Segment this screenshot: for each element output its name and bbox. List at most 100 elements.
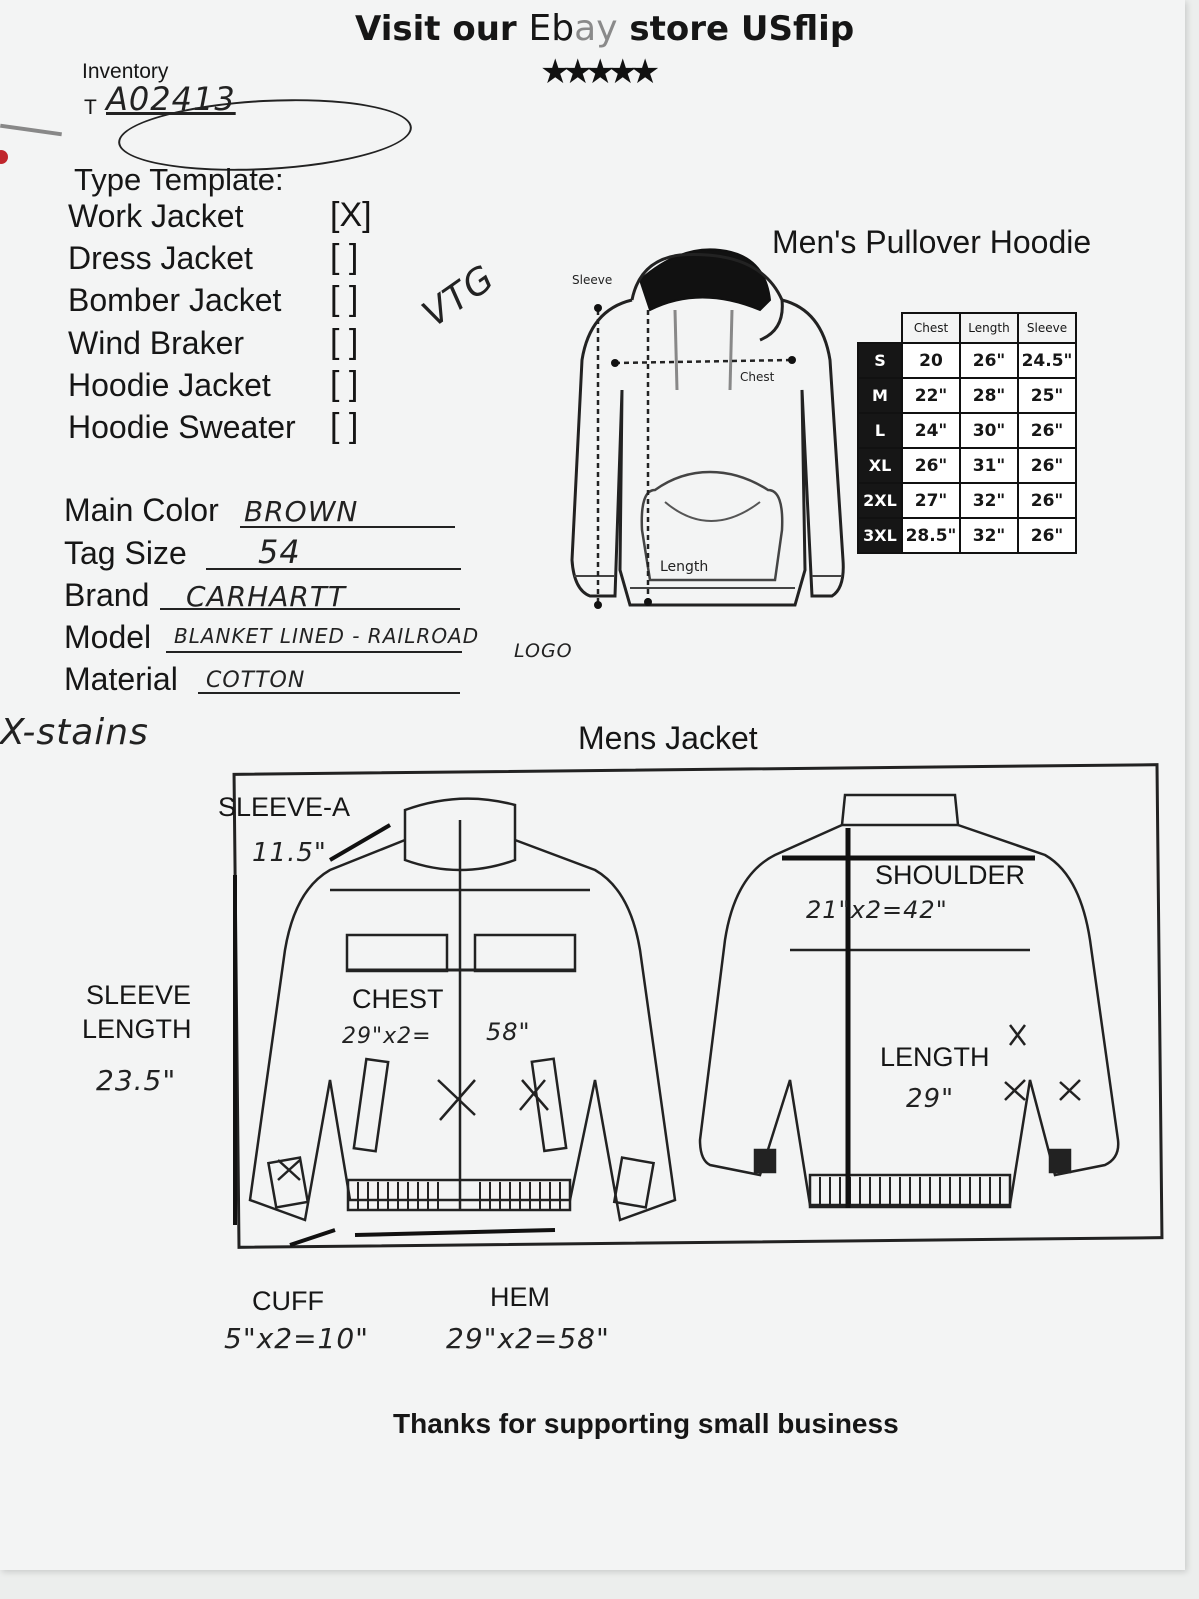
material-line — [198, 692, 460, 694]
size-cell: 3XL — [857, 517, 903, 554]
back-length-label: LENGTH — [880, 1042, 990, 1072]
length-cell: 26" — [959, 342, 1019, 379]
hem-label: HEM — [490, 1282, 550, 1312]
tag-size-value: 54 — [258, 533, 301, 571]
type-bomber-jacket-label: Bomber Jacket — [68, 282, 282, 318]
hoodie-title: Men's Pullover Hoodie — [772, 224, 1092, 260]
brand-line — [160, 608, 460, 610]
model-value: BLANKET LINED - RAILROAD — [174, 624, 480, 648]
back-length-value: 29" — [906, 1084, 955, 1114]
model-label: Model — [64, 619, 152, 655]
model-value-logo: LOGO — [514, 640, 573, 662]
length-cell: 32" — [959, 517, 1019, 554]
type-hoodie-jacket-checkbox: [ ] — [330, 365, 359, 403]
table-row: 2XL 27" 32" 26" — [857, 482, 1077, 519]
sleeve-cell: 26" — [1017, 412, 1077, 449]
type-template-title: Type Template: — [74, 162, 284, 197]
sleeve-cell: 26" — [1017, 447, 1077, 484]
size-header-length: Length — [959, 312, 1019, 344]
sleeve-length-label-1: SLEEVE — [86, 980, 192, 1010]
chest-value-b: 58" — [486, 1018, 531, 1046]
type-hoodie-sweater-label: Hoodie Sweater — [68, 409, 296, 445]
material-value: COTTON — [206, 668, 306, 693]
inventory-prefix: T — [84, 96, 97, 119]
shoulder-value: 21"x2=42" — [806, 896, 948, 924]
ebay-logo-b: b — [551, 8, 575, 49]
sleeve-length-label-2: LENGTH — [82, 1014, 192, 1044]
cuff-label: CUFF — [252, 1286, 324, 1316]
hoodie-chest-label: Chest — [740, 370, 775, 384]
cuff-value: 5"x2=10" — [224, 1322, 370, 1355]
ebay-logo-a: a — [574, 8, 597, 49]
jacket-diagram — [233, 793, 1120, 1247]
chest-value-a: 29"x2= — [342, 1024, 432, 1049]
chest-cell: 20 — [901, 342, 961, 379]
type-work-jacket-label: Work Jacket — [68, 198, 244, 234]
size-header-blank — [858, 313, 902, 343]
pin-icon — [0, 123, 62, 137]
chest-cell: 28.5" — [901, 517, 961, 554]
type-hoodie-jacket-label: Hoodie Jacket — [68, 367, 271, 403]
length-cell: 30" — [959, 412, 1019, 449]
tag-size-line — [206, 568, 461, 570]
vintage-note: VTG — [415, 257, 503, 336]
size-header-chest: Chest — [901, 312, 961, 344]
chest-cell: 26" — [901, 447, 961, 484]
type-hoodie-sweater-checkbox: [ ] — [330, 407, 359, 445]
ebay-logo-y: y — [596, 8, 618, 49]
ebay-logo-e: E — [528, 8, 552, 49]
sleeve-cell: 26" — [1017, 482, 1077, 519]
table-row: XL 26" 31" 26" — [857, 447, 1077, 484]
type-bomber-jacket-checkbox: [ ] — [330, 280, 359, 318]
length-cell: 28" — [959, 377, 1019, 414]
size-table-header: Chest Length Sleeve — [858, 312, 1077, 344]
banner-prefix: Visit our — [355, 9, 529, 49]
table-row: M 22" 28" 25" — [857, 377, 1077, 414]
material-label: Material — [64, 661, 178, 697]
jacket-title: Mens Jacket — [578, 720, 758, 756]
size-header-sleeve: Sleeve — [1017, 312, 1077, 344]
size-cell: M — [857, 377, 903, 414]
type-dress-jacket-label: Dress Jacket — [68, 240, 253, 276]
inventory-label: Inventory — [82, 60, 169, 83]
brand-value: CARHARTT — [186, 580, 347, 613]
model-line — [166, 651, 462, 653]
table-row: S 20 26" 24.5" — [857, 342, 1077, 379]
table-row: 3XL 28.5" 32" 26" — [857, 517, 1077, 554]
store-banner: Visit our Ebay store USflip — [355, 8, 854, 49]
length-cell: 32" — [959, 482, 1019, 519]
chest-cell: 22" — [901, 377, 961, 414]
size-cell: S — [857, 342, 903, 379]
type-wind-braker-label: Wind Braker — [68, 325, 245, 361]
banner-suffix: store USflip — [617, 9, 855, 49]
hoodie-size-table: Chest Length Sleeve S 20 26" 24.5" M 22"… — [857, 312, 1077, 554]
size-cell: XL — [857, 447, 903, 484]
sleeve-a-label: SLEEVE-A — [218, 792, 351, 822]
size-cell: L — [857, 412, 903, 449]
hem-value: 29"x2=58" — [446, 1322, 610, 1355]
inventory-number: A02413 — [106, 80, 236, 118]
table-row: L 24" 30" 26" — [857, 412, 1077, 449]
main-color-label: Main Color — [64, 492, 219, 528]
hoodie-sleeve-label: Sleeve — [572, 273, 612, 287]
shoulder-label: SHOULDER — [875, 860, 1026, 890]
main-color-value: BROWN — [244, 495, 359, 528]
measurement-sheet: Visit our Ebay store USflip ★★★★★ Invent… — [0, 8, 1164, 1439]
type-wind-braker-checkbox: [ ] — [330, 323, 359, 361]
chest-cell: 27" — [901, 482, 961, 519]
chest-cell: 24" — [901, 412, 961, 449]
stains-note: X-stains — [0, 712, 149, 753]
thanks-message: Thanks for supporting small business — [393, 1408, 899, 1439]
brand-label: Brand — [64, 577, 150, 613]
sleeve-length-value: 23.5" — [96, 1064, 177, 1097]
hoodie-length-label: Length — [660, 559, 708, 575]
main-color-line — [240, 526, 455, 528]
chest-label: CHEST — [352, 984, 444, 1014]
sleeve-cell: 24.5" — [1017, 342, 1077, 379]
size-cell: 2XL — [857, 482, 903, 519]
type-work-jacket-checkbox: [X] — [330, 196, 372, 234]
type-dress-jacket-checkbox: [ ] — [330, 238, 359, 276]
sleeve-a-value: 11.5" — [252, 838, 327, 868]
pin-head-icon — [0, 150, 8, 164]
length-cell: 31" — [959, 447, 1019, 484]
